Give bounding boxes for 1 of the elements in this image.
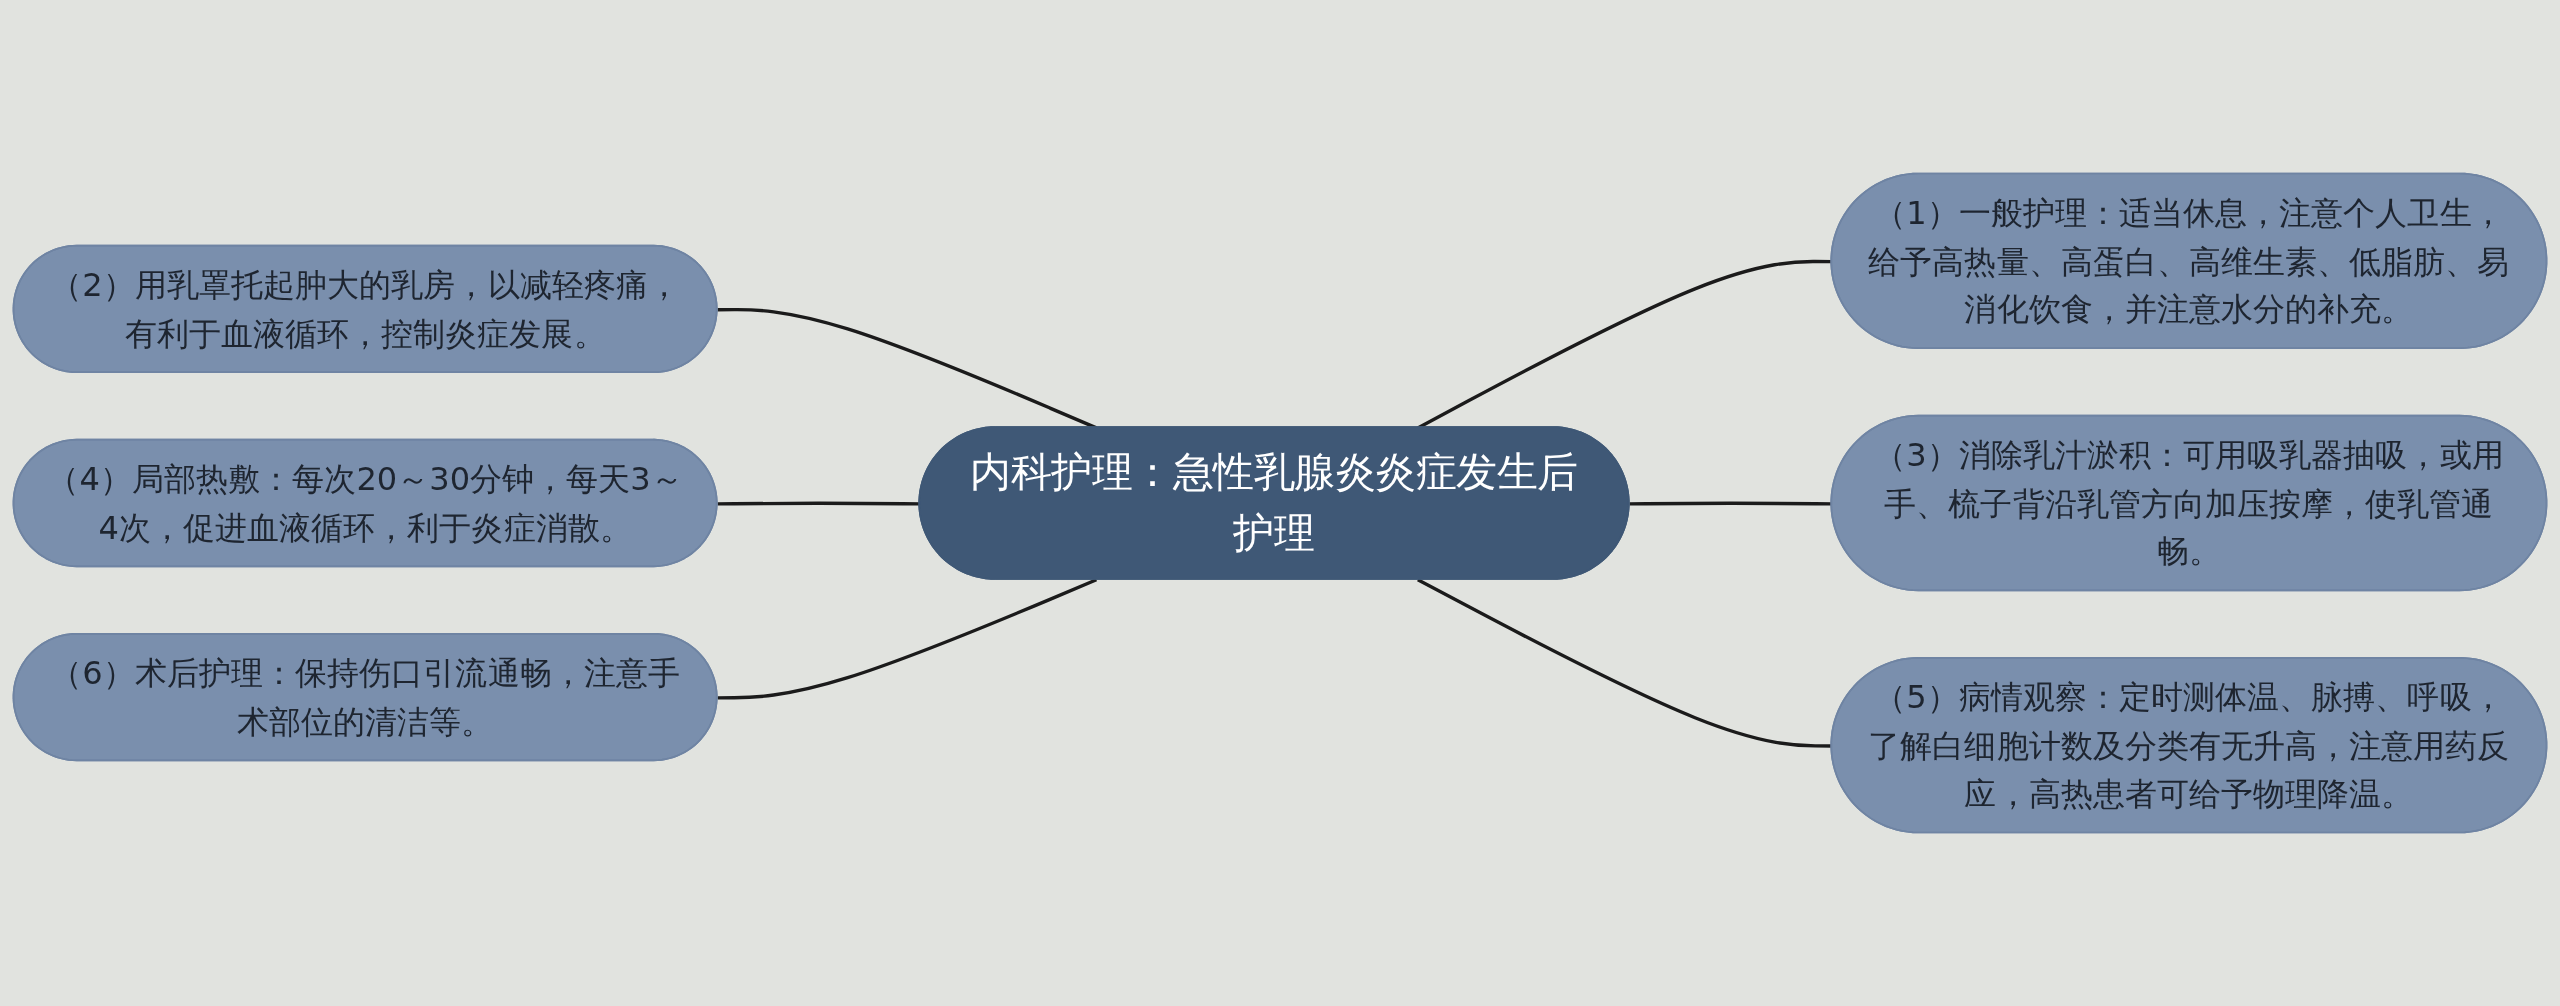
- connector: [717, 578, 1098, 700]
